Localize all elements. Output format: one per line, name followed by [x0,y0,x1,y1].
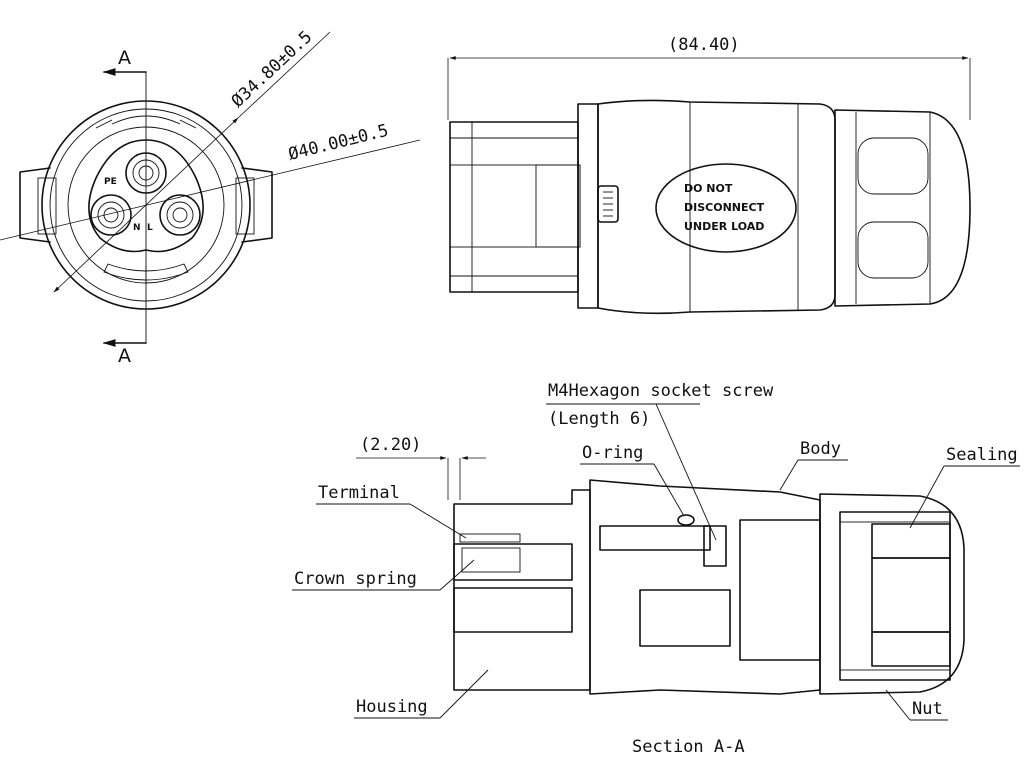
warning-line-1: DO NOT [684,182,733,195]
housing-section [453,489,591,691]
right-latch [241,167,273,243]
housing-front [449,121,579,293]
dim-inner-text: Ø34.80±0.5 [228,27,317,111]
pin-n-label: N [133,223,141,233]
sealing-part [871,523,951,559]
warning-label [655,163,797,253]
dim-outer-line [0,139,421,241]
pin-l [159,194,201,236]
warning-line-3: UNDER LOAD [684,220,764,233]
crown-spring-part [461,547,521,573]
sealing-label: Sealing [946,445,1018,465]
dim-gap-text: (2.20) [360,435,421,455]
outer-rim [41,100,251,310]
pin-pe-label: PE [104,177,117,187]
nut-side [834,109,971,307]
side-view: (84.40) DO NOT DISCONNECT UNDER LOAD [447,35,971,315]
terminal-part [459,533,521,543]
left-latch [19,167,51,243]
o-ring-label: O-ring [582,443,643,463]
o-ring-part [677,514,695,526]
section-mark-bottom: A [118,345,131,367]
housing-label: Housing [356,697,428,717]
pin-l-label: L [147,223,153,233]
hex-screw-part [703,525,727,567]
terminal-label: Terminal [318,483,400,503]
warning-line-2: DISCONNECT [684,201,765,214]
body-label: Body [800,439,841,459]
nut-label: Nut [912,699,943,719]
section-view: (2.20) M4Hexagon socket screw (Length 6)… [292,381,1020,757]
section-caption: Section A-A [632,737,745,757]
latch-button [597,185,619,223]
dim-outer-text: Ø40.00±0.5 [286,121,390,165]
body-section [589,479,821,695]
screw-label: M4Hexagon socket screw [548,381,774,401]
dim-overall-text: (84.40) [668,35,740,55]
crown-spring-label: Crown spring [294,569,417,589]
pin-n [90,194,132,236]
front-view: A A PE [0,27,421,367]
nut-section [819,493,965,695]
screw-length-label: (Length 6) [548,409,650,429]
section-mark-top: A [118,47,131,69]
